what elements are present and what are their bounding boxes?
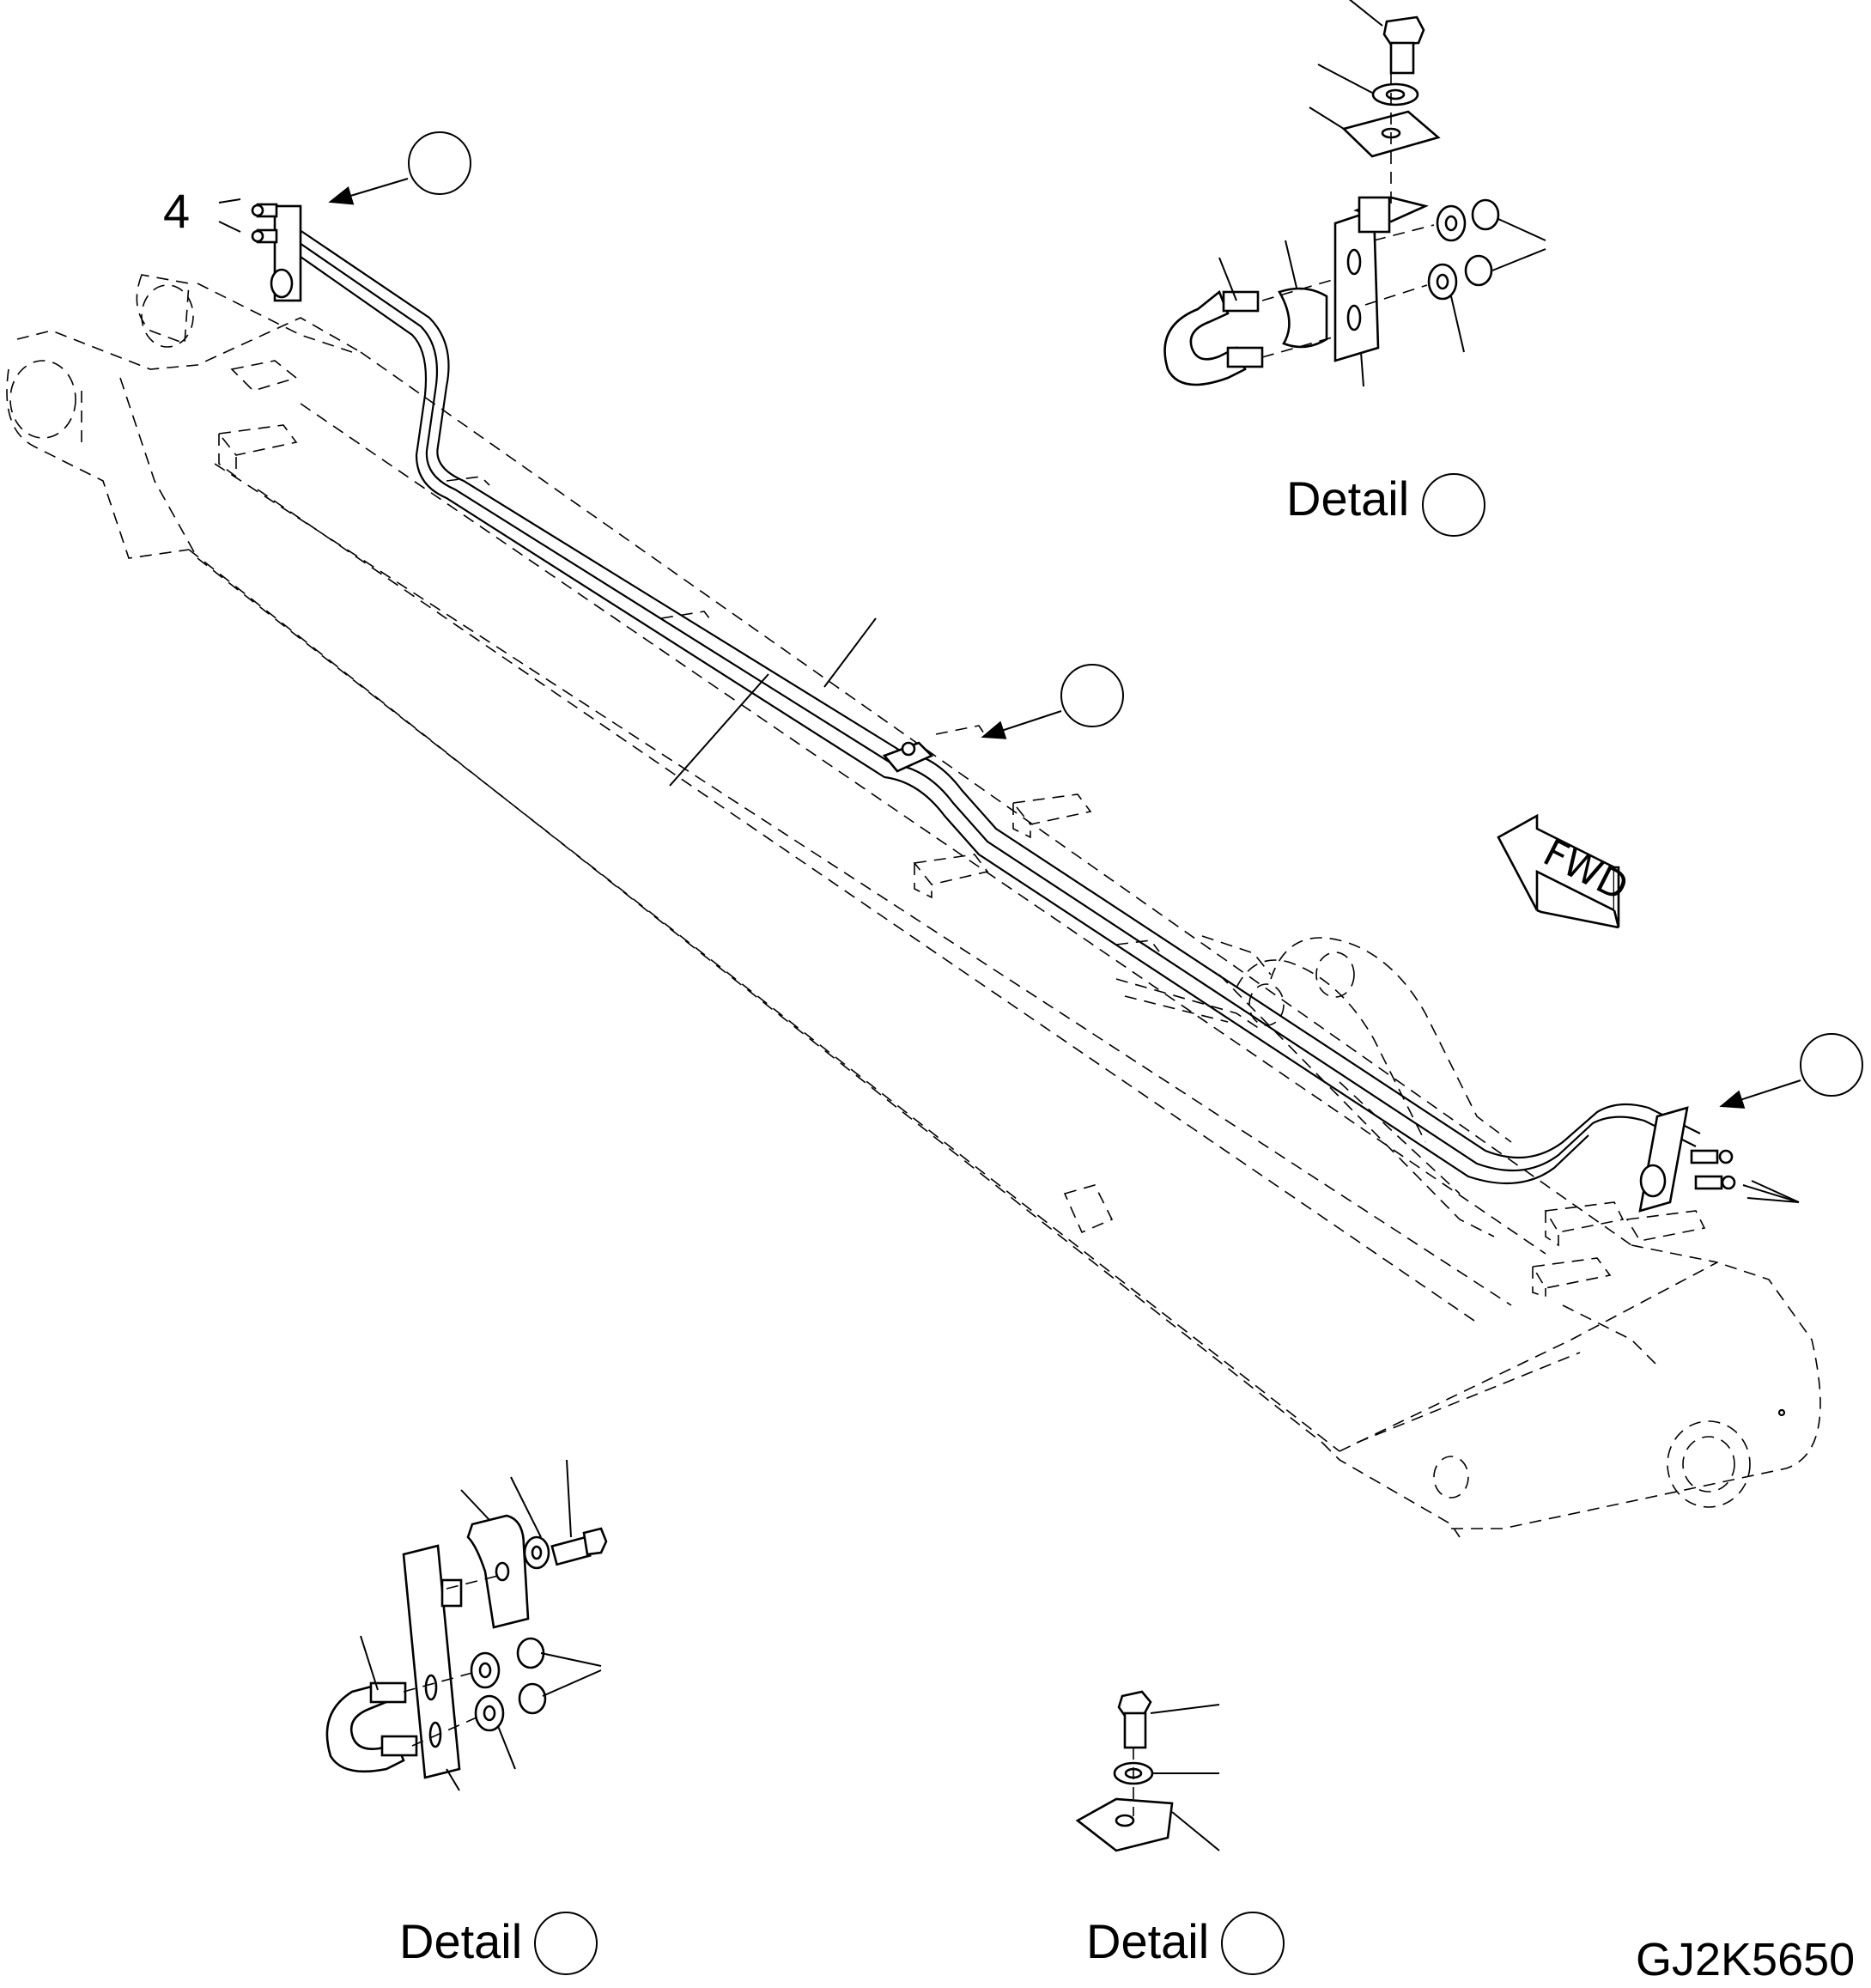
part-callout-4: 4 (163, 184, 190, 238)
detail-label: Detail (1286, 471, 1409, 526)
drawing-code: GJ2K5650 (1636, 1934, 1855, 1985)
detail-bottom-center: Detail (1075, 1690, 1285, 1975)
fwd-arrow-icon: FWD (1497, 813, 1635, 929)
fwd-label: FWD (1536, 830, 1635, 909)
left-pipe-clamp (251, 203, 302, 302)
detail-reference-circle (534, 1912, 598, 1975)
detail-reference-circle (1422, 473, 1485, 537)
boom-outline (6, 274, 1821, 1538)
detail-bottom-left: Detail (325, 1459, 608, 1975)
detail-reference-circle (1221, 1912, 1285, 1975)
reference-circle-right (1719, 1033, 1863, 1109)
reference-circle-top (328, 131, 471, 205)
detail-label: Detail (1086, 1914, 1209, 1968)
arrow-icon (328, 178, 409, 205)
arrow-icon (981, 710, 1062, 739)
arrow-icon (1719, 1079, 1801, 1109)
detail-label: Detail (399, 1914, 522, 1968)
right-pipe-clamp (1638, 1106, 1736, 1213)
middle-pipe-clamp (882, 741, 934, 773)
main-leader-lines (218, 198, 1800, 1203)
reference-circle-middle (981, 664, 1124, 739)
hydraulic-pipes (282, 218, 1701, 1185)
detail-top-right: Detail (1163, 0, 1546, 537)
